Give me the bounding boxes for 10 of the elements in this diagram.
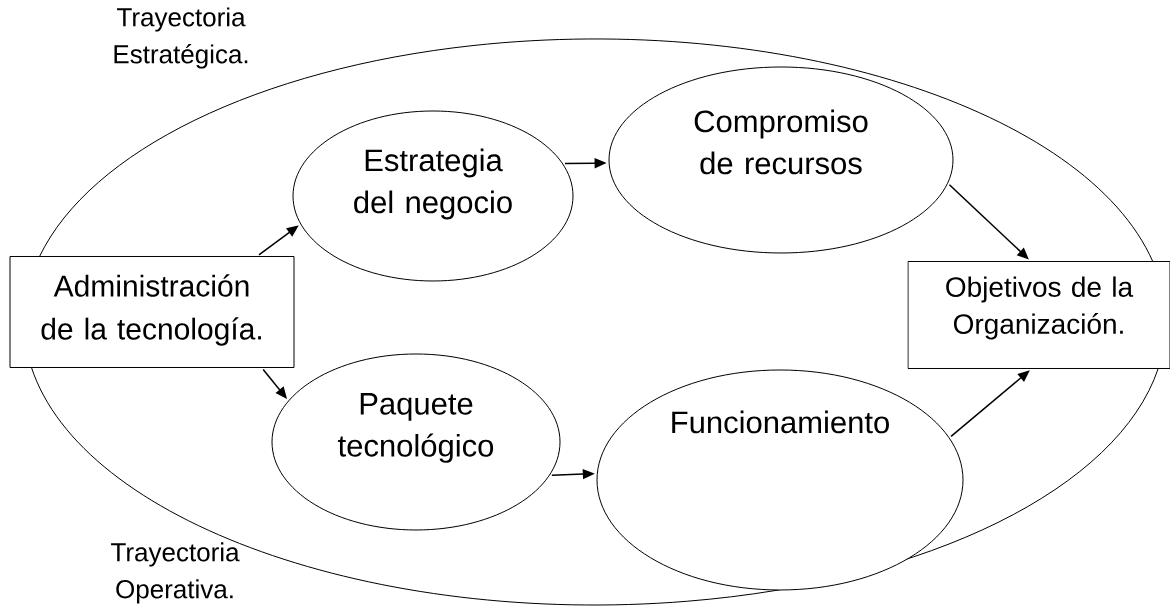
region-label: Trayectoria Operativa. bbox=[111, 542, 240, 604]
arrow bbox=[948, 184, 1029, 260]
process-oval: Paquete tecnológico bbox=[271, 353, 561, 531]
process-box: Administración de la tecnología. bbox=[9, 256, 295, 368]
arrow bbox=[950, 370, 1030, 438]
process-oval: Funcionamiento bbox=[596, 369, 964, 591]
enclosing-oval bbox=[30, 38, 1159, 606]
process-oval: Estrategia del negocio bbox=[292, 110, 574, 282]
region-label: Trayectoria Estratégica. bbox=[114, 7, 248, 69]
process-oval: Compromiso de recursos bbox=[608, 66, 954, 254]
